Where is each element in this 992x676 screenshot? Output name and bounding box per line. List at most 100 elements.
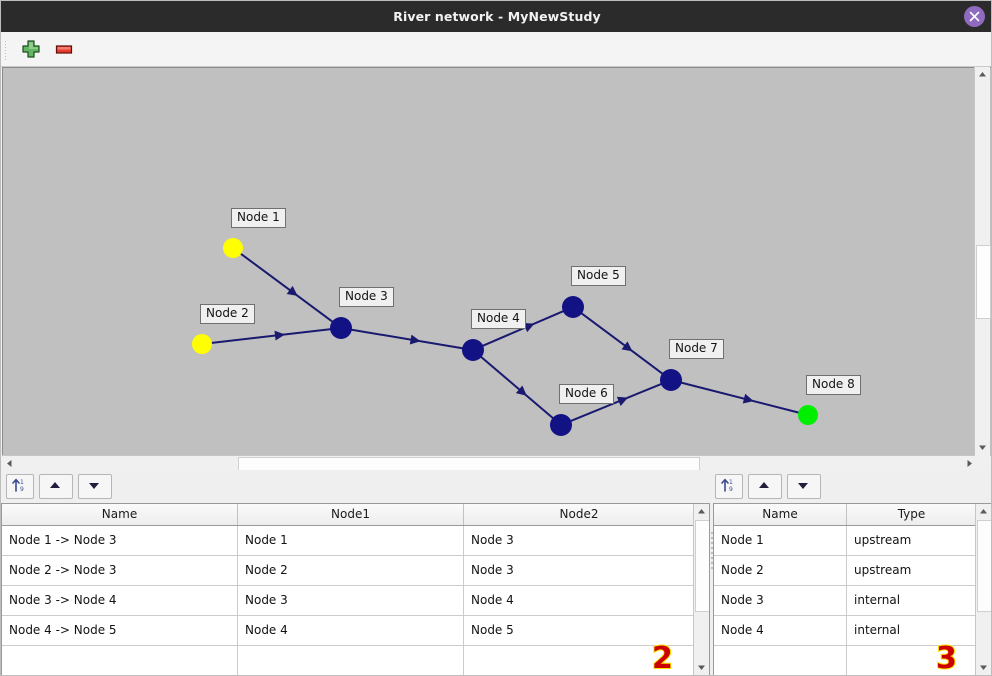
links-sort-button[interactable]: 1 9 — [6, 474, 34, 499]
delete-node-button[interactable] — [52, 37, 76, 61]
graph-edge[interactable] — [479, 355, 555, 420]
table-cell[interactable]: Node 2 -> Node 3 — [2, 556, 238, 585]
table-cell[interactable]: Node 4 — [464, 586, 695, 615]
table-cell[interactable]: Node 3 — [238, 586, 464, 615]
table-cell[interactable]: Node 1 -> Node 3 — [2, 526, 238, 555]
graph-edge[interactable] — [239, 252, 334, 323]
column-header[interactable]: Node2 — [464, 504, 695, 525]
chevron-right-icon — [967, 460, 972, 467]
nodes-table-scrollbar[interactable] — [975, 504, 991, 675]
links-scroll-up-button[interactable] — [694, 504, 709, 519]
column-header[interactable]: Node1 — [238, 504, 464, 525]
links-scroll-down-button[interactable] — [694, 660, 709, 675]
scroll-right-button[interactable] — [962, 456, 977, 471]
graph-node[interactable] — [660, 369, 682, 391]
graph-node-label[interactable]: Node 4 — [471, 309, 526, 329]
graph-edge[interactable] — [680, 381, 800, 414]
sort-icon: 1 9 — [12, 478, 24, 493]
table-cell[interactable]: Node 2 — [714, 556, 847, 585]
table-cell[interactable]: Node 3 — [464, 526, 695, 555]
table-cell[interactable]: Node 4 — [238, 616, 464, 645]
column-header[interactable]: Type — [847, 504, 977, 525]
graph-node[interactable] — [192, 334, 212, 354]
graph-node-label[interactable]: Node 7 — [669, 339, 724, 359]
nodes-scroll-up-button[interactable] — [976, 504, 991, 519]
table-cell[interactable]: internal — [847, 616, 977, 645]
graph-vertical-scrollbar[interactable] — [974, 67, 991, 455]
graph-node-label[interactable]: Node 6 — [559, 384, 614, 404]
chevron-down-icon — [980, 665, 987, 670]
scroll-left-button[interactable] — [2, 456, 17, 471]
links-move-down-button[interactable] — [78, 474, 112, 499]
table-row-empty[interactable] — [2, 646, 695, 675]
scroll-up-button[interactable] — [975, 67, 990, 82]
table-cell[interactable]: upstream — [847, 526, 977, 555]
graph-node[interactable] — [798, 405, 818, 425]
graph-node[interactable] — [462, 339, 484, 361]
graph-edge[interactable] — [350, 328, 464, 350]
triangle-down-icon — [89, 483, 99, 489]
close-button[interactable] — [964, 6, 985, 27]
table-cell[interactable]: Node 1 — [714, 526, 847, 555]
table-cell[interactable] — [847, 646, 977, 675]
annotation-3: 3 — [935, 640, 958, 676]
svg-text:9: 9 — [729, 486, 733, 493]
table-cell[interactable]: Node 4 — [714, 616, 847, 645]
svg-text:1: 1 — [729, 479, 733, 486]
table-cell[interactable] — [238, 646, 464, 675]
column-header[interactable]: Name — [714, 504, 847, 525]
tables-splitter-grip[interactable] — [710, 529, 714, 609]
table-cell[interactable] — [714, 646, 847, 675]
graph-vscroll-thumb[interactable] — [976, 245, 991, 319]
table-cell[interactable]: upstream — [847, 556, 977, 585]
links-table-scrollbar[interactable] — [693, 504, 709, 675]
toolbar-grip[interactable] — [4, 39, 9, 60]
links-move-up-button[interactable] — [39, 474, 73, 499]
table-cell[interactable]: Node 1 — [238, 526, 464, 555]
graph-edge-arrow — [621, 341, 633, 352]
graph-edge-arrow — [523, 322, 535, 333]
table-cell[interactable]: Node 3 -> Node 4 — [2, 586, 238, 615]
graph-edge[interactable] — [210, 328, 332, 344]
graph-edge[interactable] — [569, 382, 663, 423]
add-node-button[interactable] — [19, 37, 43, 61]
network-graph-canvas[interactable]: Node 1 Node 2 Node 3 Node 4 Node 5 Node 6 Node… — [2, 67, 991, 456]
table-cell[interactable]: internal — [847, 586, 977, 615]
nodes-scroll-thumb[interactable] — [977, 520, 991, 612]
table-cell[interactable]: Node 2 — [238, 556, 464, 585]
graph-node-label[interactable]: Node 3 — [339, 287, 394, 307]
chevron-left-icon — [7, 460, 12, 467]
graph-edge[interactable] — [580, 312, 664, 375]
nodes-move-up-button[interactable] — [748, 474, 782, 499]
graph-node[interactable] — [330, 317, 352, 339]
scroll-down-button[interactable] — [975, 440, 990, 455]
svg-text:1: 1 — [20, 479, 24, 486]
graph-node-label[interactable]: Node 2 — [200, 304, 255, 324]
nodes-sort-button[interactable]: 1 9 — [715, 474, 743, 499]
graph-node[interactable] — [562, 296, 584, 318]
column-header[interactable]: Name — [2, 504, 238, 525]
table-cell[interactable]: Node 3 — [714, 586, 847, 615]
graph-node[interactable] — [223, 238, 243, 258]
table-cell[interactable] — [2, 646, 238, 675]
graph-node-label[interactable]: Node 1 — [231, 208, 286, 228]
nodes-move-down-button[interactable] — [787, 474, 821, 499]
graph-node-label[interactable]: Node 5 — [571, 266, 626, 286]
graph-node-label[interactable]: Node 8 — [806, 375, 861, 395]
links-scroll-thumb[interactable] — [695, 520, 709, 612]
graph-node[interactable] — [550, 414, 572, 436]
graph-horizontal-scrollbar[interactable] — [2, 455, 977, 472]
table-cell[interactable]: Node 4 -> Node 5 — [2, 616, 238, 645]
nodes-scroll-down-button[interactable] — [976, 660, 991, 675]
table-cell[interactable]: Node 3 — [464, 556, 695, 585]
